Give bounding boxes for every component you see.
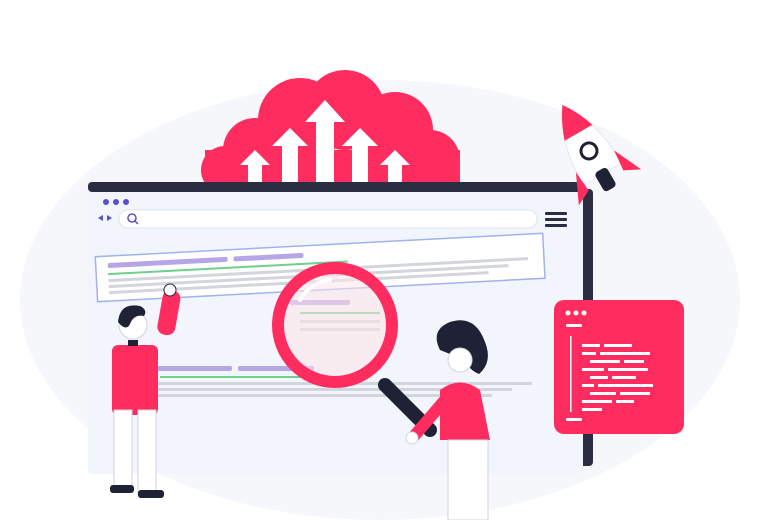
window-controls — [103, 199, 129, 205]
address-bar[interactable] — [118, 209, 538, 229]
rocket-icon — [561, 104, 642, 206]
hamburger-menu-icon[interactable] — [545, 212, 567, 227]
search-icon — [127, 213, 139, 225]
person-woman — [405, 320, 490, 520]
person-man — [110, 283, 181, 498]
magnifying-glass-icon — [272, 262, 437, 437]
nav-arrows[interactable] — [98, 215, 112, 221]
arrow-up-icon — [240, 100, 410, 183]
code-window-icon — [554, 300, 684, 434]
browser-top-border — [88, 182, 583, 192]
